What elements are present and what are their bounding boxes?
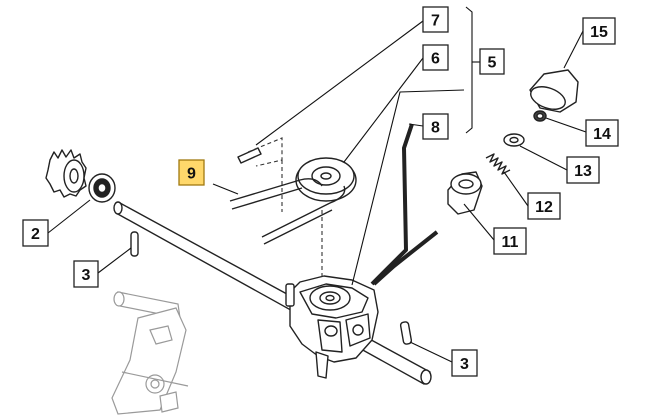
part-11-bushing (447, 171, 483, 215)
callout-6: 6 (422, 44, 449, 71)
svg-text:6: 6 (431, 51, 440, 68)
part-3-pin-left (130, 231, 139, 257)
callout-14: 14 (585, 119, 619, 147)
part-14-nut (533, 110, 547, 122)
part-9-belt (229, 178, 346, 245)
part-6-pulley (295, 157, 357, 202)
callout-11: 11 (493, 227, 527, 255)
svg-text:8: 8 (431, 120, 440, 137)
callout-7: 7 (422, 6, 449, 33)
callout-15: 15 (582, 17, 616, 45)
part-13-washer (503, 133, 525, 147)
svg-text:3: 3 (82, 267, 91, 284)
assembly-guides (247, 137, 323, 280)
gearbox-housing (285, 275, 379, 379)
part-12-spring (485, 153, 511, 175)
callout-5: 5 (479, 48, 505, 75)
part-7-pin (237, 147, 262, 164)
svg-text:3: 3 (460, 356, 469, 373)
wheel-bracket-faded (111, 291, 189, 415)
part-2-gear-bearing (45, 149, 116, 203)
part-3-pin-right (399, 321, 413, 345)
callout-13: 13 (566, 156, 600, 184)
svg-text:12: 12 (535, 199, 553, 216)
callout-3-right: 3 (451, 349, 478, 377)
svg-text:7: 7 (431, 13, 440, 30)
svg-text:11: 11 (502, 234, 519, 251)
callout-2: 2 (22, 219, 49, 247)
part-8-rod (370, 123, 439, 286)
callout-12: 12 (527, 192, 561, 220)
svg-text:14: 14 (593, 126, 611, 143)
callout-3-left: 3 (73, 260, 99, 288)
svg-text:5: 5 (488, 55, 497, 72)
callout-9-highlighted: 9 (178, 159, 205, 186)
svg-text:13: 13 (574, 163, 592, 180)
leader-lines (47, 6, 587, 363)
callout-8: 8 (422, 113, 449, 140)
svg-text:15: 15 (590, 24, 608, 41)
svg-text:2: 2 (31, 226, 40, 243)
svg-text:9: 9 (187, 166, 196, 183)
part-15-cap (529, 69, 579, 113)
